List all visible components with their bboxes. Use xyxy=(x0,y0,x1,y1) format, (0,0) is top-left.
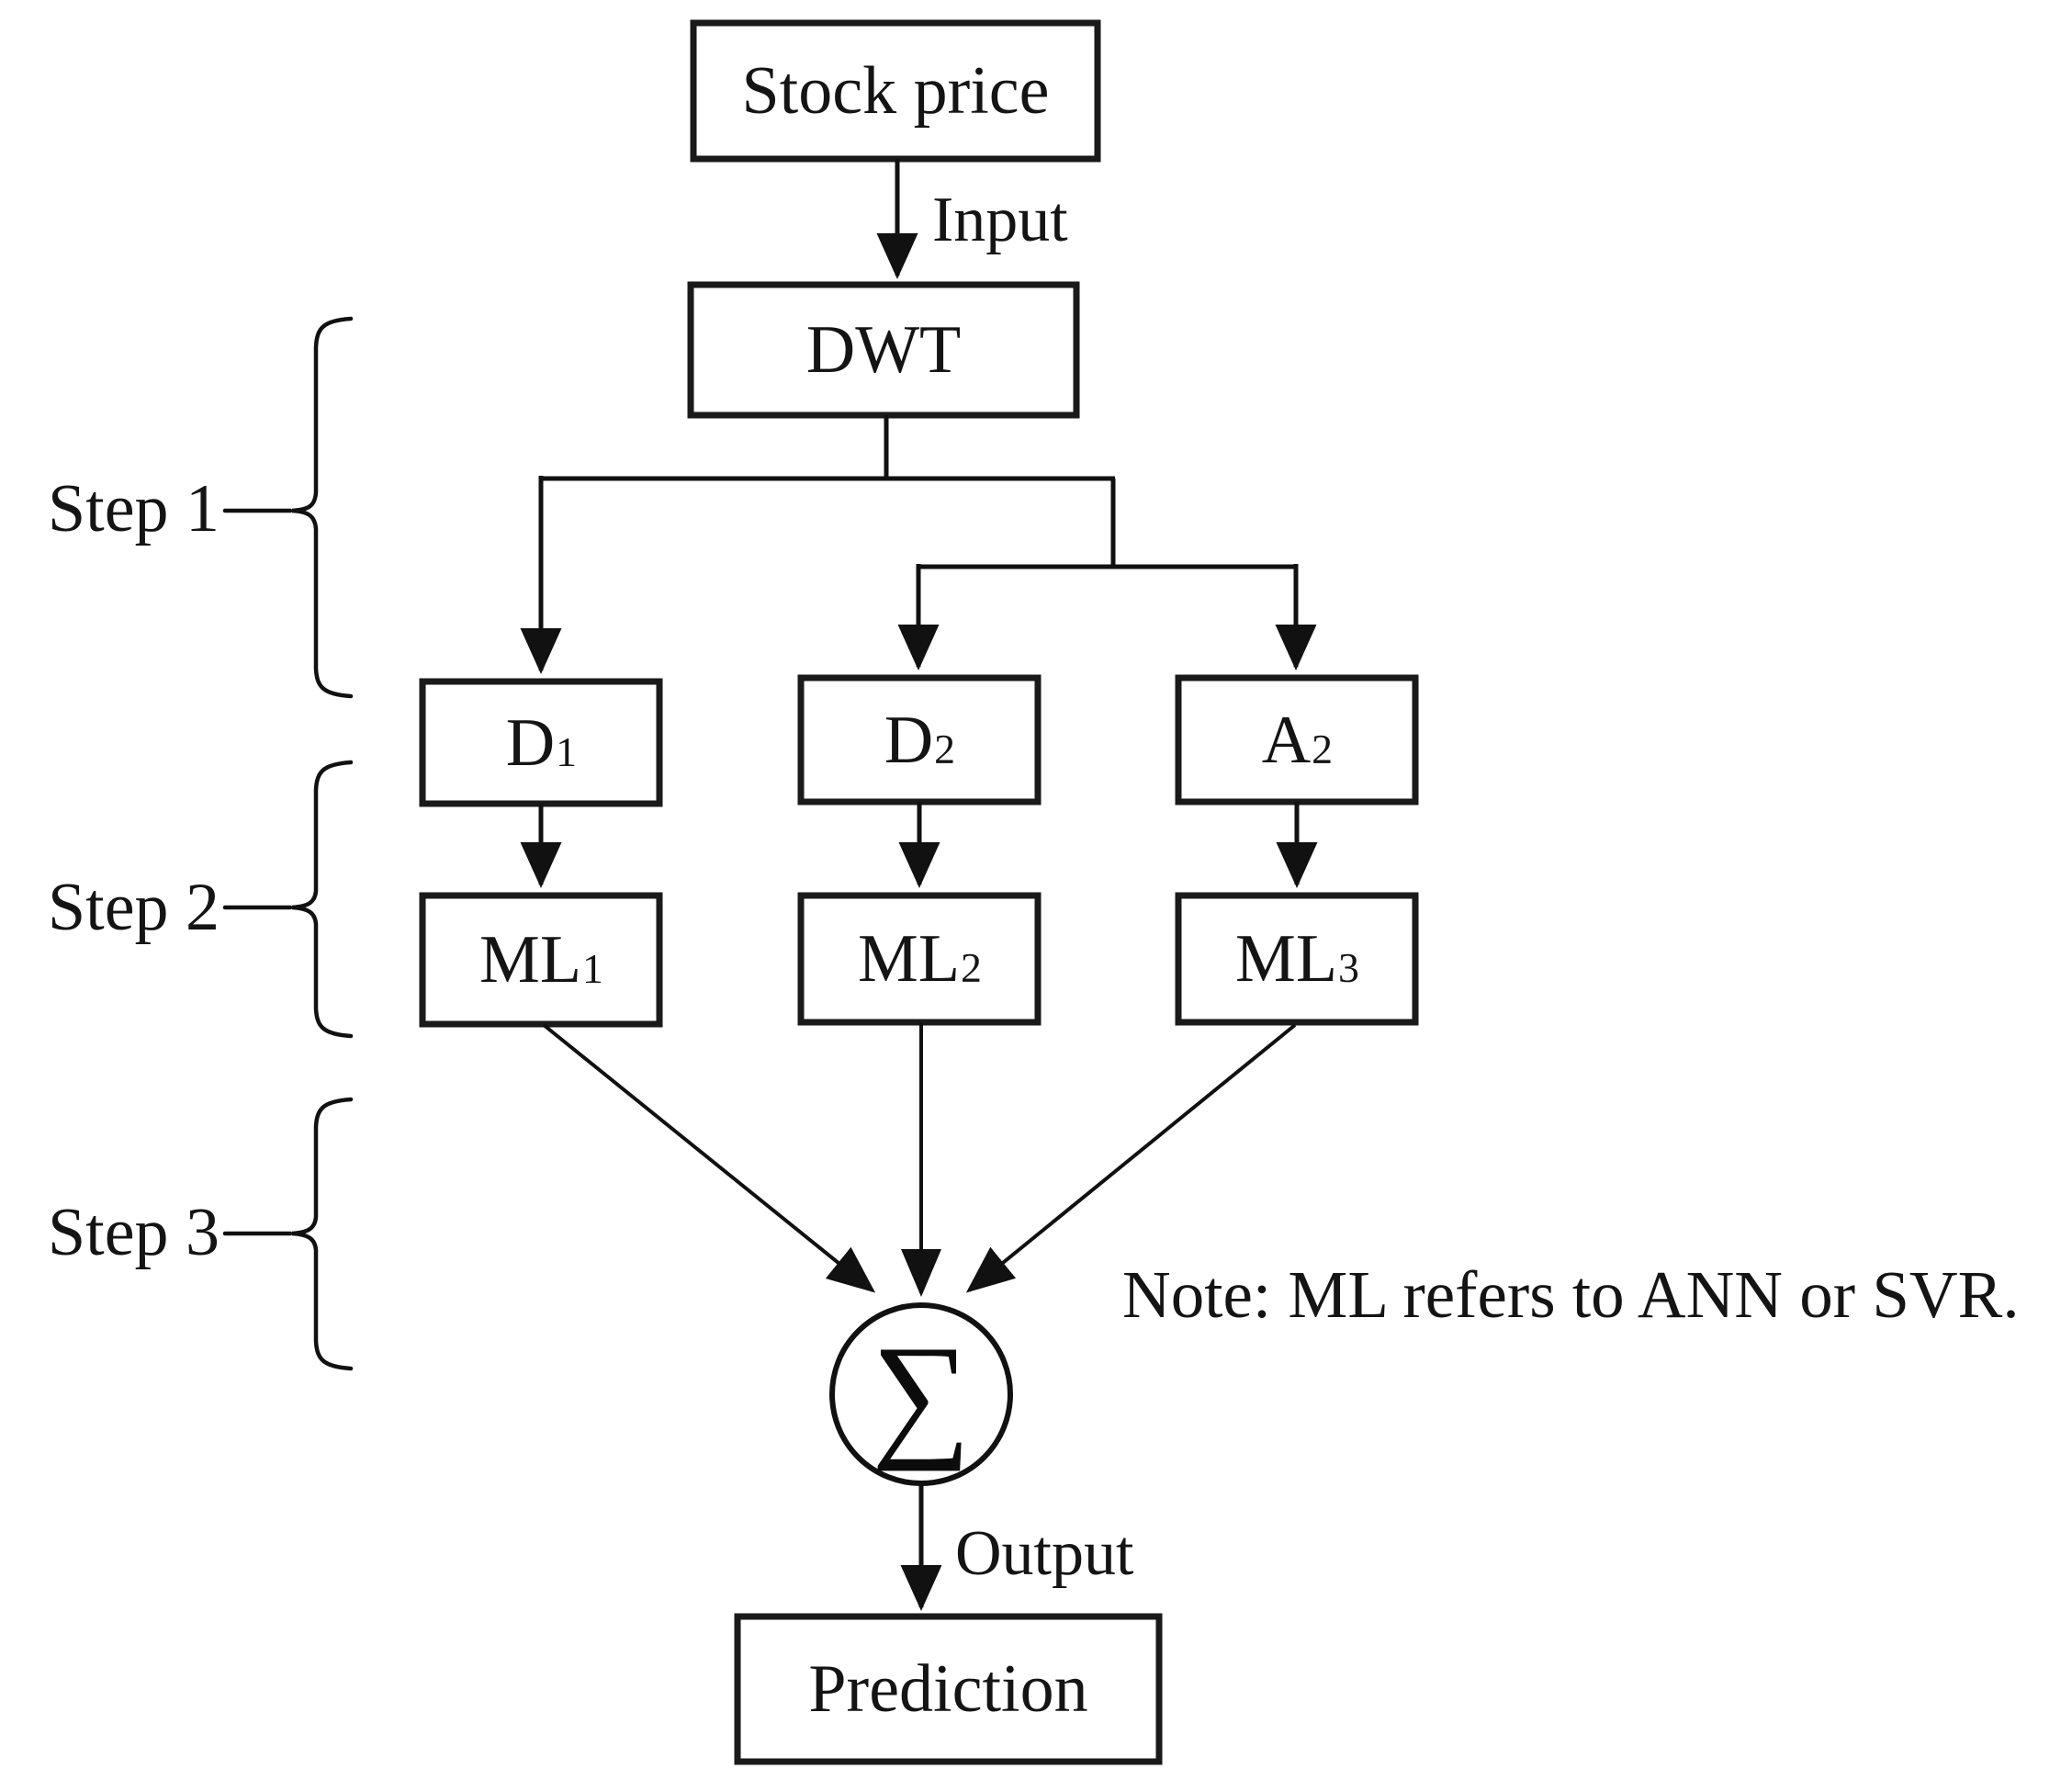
node-ml3-box xyxy=(1175,892,1419,1026)
edge-label-input: Input xyxy=(932,185,1068,255)
bracket-step-1 xyxy=(222,316,354,699)
step-label-step-2: Step 2 xyxy=(48,870,220,945)
edge-label-output: Output xyxy=(955,1518,1134,1589)
step-label-step-3: Step 3 xyxy=(48,1195,220,1270)
node-a2-box xyxy=(1175,674,1419,806)
bracket-step-2 xyxy=(222,760,354,1039)
node-d2-box xyxy=(797,674,1042,806)
step-label-step-1: Step 1 xyxy=(48,471,220,546)
node-summation-circle xyxy=(829,1302,1013,1486)
edge-ml1-to-summation xyxy=(542,1023,876,1293)
node-ml2-box xyxy=(797,892,1042,1026)
node-prediction-box xyxy=(734,1613,1163,1765)
node-ml1-box xyxy=(419,892,663,1028)
node-stock-price-box xyxy=(690,19,1101,163)
ml-note-text: Note: ML refers to ANN or SVR. xyxy=(1122,1257,2020,1332)
bracket-step-3 xyxy=(222,1097,354,1371)
node-dwt-box xyxy=(687,281,1080,419)
edge-ml3-to-summation xyxy=(965,1023,1297,1293)
node-d1-box xyxy=(419,678,663,807)
